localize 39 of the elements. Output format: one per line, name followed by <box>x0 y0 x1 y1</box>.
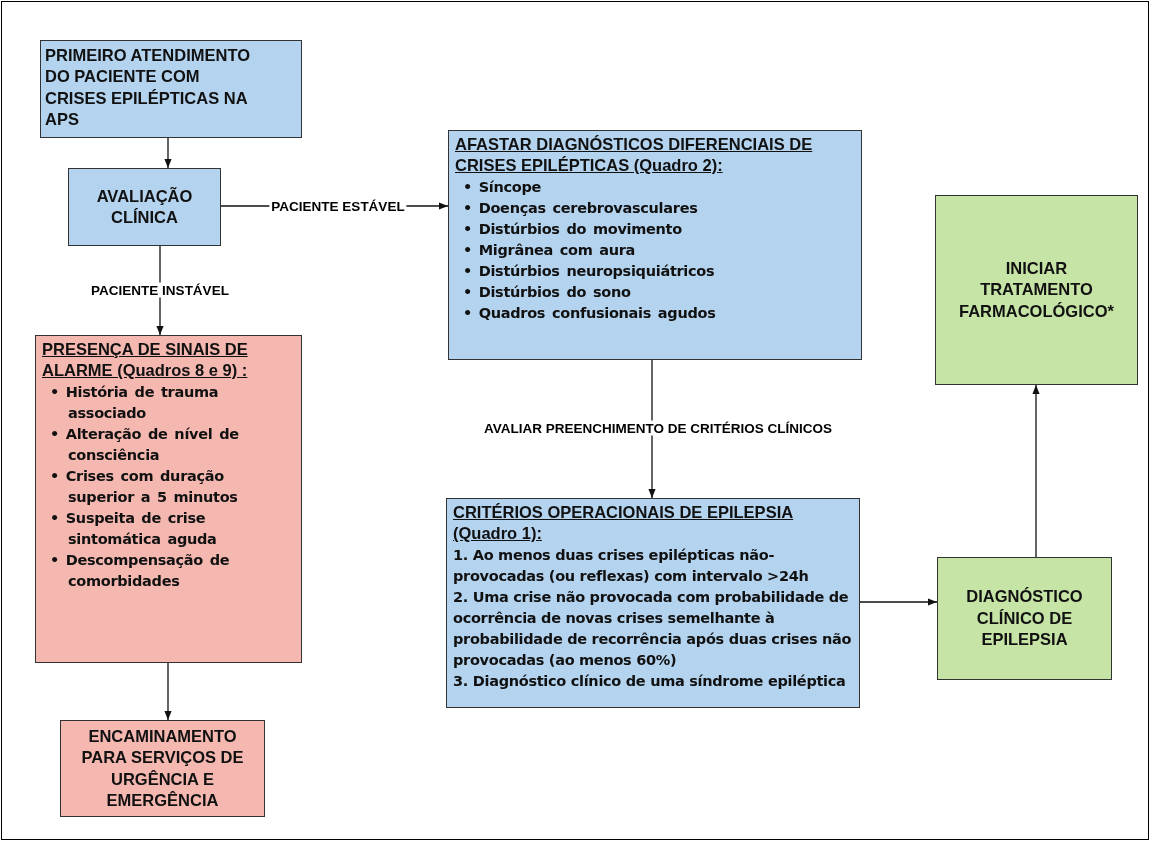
list-item: • Distúrbios neuropsiquiátricos <box>463 261 716 281</box>
box-heading: CRITÉRIOS OPERACIONAIS DE EPILEPSIA (Quadro 1): <box>453 502 795 545</box>
list-item: 2. Uma crise não provocada com probabilidade de ocorrência de novas crises semelhante à probabilidade de recorrência após duas crises não provocadas (ao menos 60%) <box>453 587 853 670</box>
list-item: • Migrânea com aura <box>463 240 637 260</box>
arrow <box>1032 384 1040 558</box>
list-item: • Distúrbios do sono <box>463 282 632 302</box>
list-item: • Suspeita de crise sintomática aguda <box>50 508 218 549</box>
edge-label: PACIENTE ESTÁVEL <box>269 198 407 214</box>
process-box <box>448 130 862 360</box>
process-box <box>40 40 302 138</box>
box-heading: PRESENÇA DE SINAIS DE ALARME (Quadros 8 e 9) : <box>42 339 249 382</box>
list-item: • Síncope <box>463 177 543 197</box>
list-item: • História de trauma associado <box>50 382 220 423</box>
process-box <box>68 168 221 246</box>
arrow <box>164 662 172 721</box>
process-box <box>60 720 265 817</box>
box-text: INICIAR TRATAMENTO FARMACOLÓGICO* <box>958 257 1115 322</box>
list-item: • Distúrbios do movimento <box>463 219 683 239</box>
list-item: 3. Diagnóstico clínico de uma síndrome epiléptica <box>453 671 847 691</box>
process-box <box>935 195 1138 385</box>
process-box <box>937 557 1112 680</box>
arrow <box>859 598 938 606</box>
arrow <box>648 359 656 499</box>
process-box <box>35 335 302 663</box>
process-box <box>446 498 860 708</box>
edge-label: AVALIAR PREENCHIMENTO DE CRITÉRIOS CLÍNICOS <box>482 420 834 436</box>
list-item: • Crises com duração superior a 5 minutos <box>50 466 239 507</box>
list-item: 1. Ao menos duas crises epilépticas não-provocadas (ou reflexas) com intervalo >24h <box>453 545 810 586</box>
box-text: PRIMEIRO ATENDIMENTO DO PACIENTE COM CRISES EPILÉPTICAS NA APS <box>45 45 252 131</box>
list-item: • Alteração de nível de consciência <box>50 424 240 465</box>
list-item: • Doenças cerebrovasculares <box>463 198 699 218</box>
list-item: • Quadros confusionais agudos <box>463 303 717 323</box>
box-text: DIAGNÓSTICO CLÍNICO DE EPILEPSIA <box>965 586 1084 651</box>
arrow <box>164 137 172 169</box>
list-item: • Descompensação de comorbidades <box>50 551 231 591</box>
box-text: ENCAMINAMENTO PARA SERVIÇOS DE URGÊNCIA E EMERGÊNCIA <box>80 725 245 811</box>
box-text: AVALIAÇÃO CLÍNICA <box>95 185 194 228</box>
edge-label: PACIENTE INSTÁVEL <box>89 282 231 298</box>
box-heading: AFASTAR DIAGNÓSTICOS DIFERENCIAIS DE CRISES EPILÉPTICAS (Quadro 2): <box>455 134 814 177</box>
